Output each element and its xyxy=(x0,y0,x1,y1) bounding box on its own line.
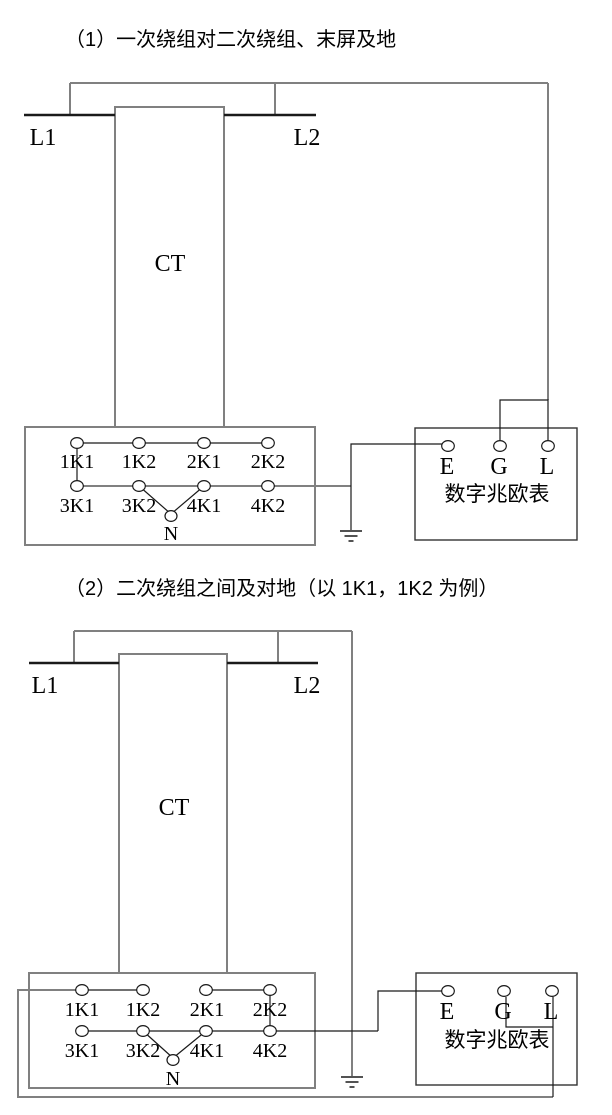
d1-terminal-label-4k1: 4K1 xyxy=(186,495,222,517)
terminal-circle xyxy=(261,480,275,493)
d2-ct-label: CT xyxy=(158,795,190,821)
meter-terminal-circle xyxy=(541,440,555,453)
d2-terminal-label-4k1: 4K1 xyxy=(189,1040,225,1062)
terminal-circle xyxy=(136,983,150,996)
d1-terminal-label-2k1: 2K1 xyxy=(186,451,222,473)
section1-title: （1）一次绕组对二次绕组、末屏及地 xyxy=(65,29,397,51)
d2-meter-terminal-g: G xyxy=(494,999,512,1025)
d2-neutral-v xyxy=(142,1030,207,1059)
d2-terminal-circles xyxy=(75,983,559,1066)
terminal-circle xyxy=(132,480,146,493)
d1-terminal-label-4k2: 4K2 xyxy=(250,495,286,517)
d1-l2-label: L2 xyxy=(293,125,321,151)
neutral-circle xyxy=(166,1053,180,1066)
d2-meter-box xyxy=(415,972,578,1086)
d2-meter-name: 数字兆欧表 xyxy=(444,1028,550,1052)
d1-terminal-label-3k2: 3K2 xyxy=(121,495,157,517)
d1-meter-wiring xyxy=(350,399,549,530)
d1-structure xyxy=(24,106,578,546)
d2-terminal-label-4k2: 4K2 xyxy=(252,1040,288,1062)
terminal-circle xyxy=(70,437,84,450)
meter-terminal-circle xyxy=(493,440,507,453)
d1-primary-loop xyxy=(24,82,549,400)
d2-terminal-label-3k2: 3K2 xyxy=(125,1040,161,1062)
d1-meter-terminal-g: G xyxy=(490,454,508,480)
terminal-circle xyxy=(197,437,211,450)
d1-terminal-label-1k1: 1K1 xyxy=(59,451,95,473)
d2-ground-symbol xyxy=(341,1076,363,1088)
d2-l1-label: L1 xyxy=(31,673,59,699)
d2-primary-loop xyxy=(29,630,353,1076)
terminal-circle xyxy=(75,983,89,996)
d1-terminal-label-3k1: 3K1 xyxy=(59,495,95,517)
d2-terminal-label-1k2: 1K2 xyxy=(125,999,161,1021)
d2-terminal-label-1k1: 1K1 xyxy=(64,999,100,1021)
d2-meter-terminal-l: L xyxy=(543,999,559,1025)
terminal-circle xyxy=(136,1024,150,1037)
d1-ground-symbol xyxy=(340,530,362,542)
d2-terminal-label-2k2: 2K2 xyxy=(252,999,288,1021)
d2-meter-wiring xyxy=(377,990,554,1097)
d2-secondary-wiring xyxy=(82,989,378,1059)
meter-terminal-circle xyxy=(441,984,455,997)
d1-meter-name: 数字兆欧表 xyxy=(444,482,550,506)
terminal-circle xyxy=(70,480,84,493)
meter-terminal-circle xyxy=(441,440,455,453)
d1-terminal-circles xyxy=(70,437,555,523)
terminal-circle xyxy=(199,1024,213,1037)
d1-neutral-v xyxy=(138,485,205,515)
d2-neutral-label: N xyxy=(165,1068,181,1090)
d1-neutral-label: N xyxy=(163,523,179,545)
d2-guard-bridge xyxy=(505,997,553,1028)
d1-e-wire xyxy=(350,443,442,530)
d1-meter-terminal-l: L xyxy=(539,454,555,480)
d1-ct-label: CT xyxy=(154,251,186,277)
terminal-circle xyxy=(132,437,146,450)
terminal-circle xyxy=(197,480,211,493)
d2-terminal-label-3k1: 3K1 xyxy=(64,1040,100,1062)
terminal-circle xyxy=(261,437,275,450)
d2-l2-label: L2 xyxy=(293,673,321,699)
d1-guard-bridge xyxy=(499,399,549,446)
terminal-circle xyxy=(199,983,213,996)
d2-e-wire xyxy=(377,990,448,1031)
d2-ct-box xyxy=(118,653,228,973)
terminal-circle xyxy=(263,1024,277,1037)
d2-terminal-label-2k1: 2K1 xyxy=(189,999,225,1021)
d2-outer-loop xyxy=(17,989,553,1098)
terminal-circle xyxy=(75,1024,89,1037)
d2-meter-terminal-e: E xyxy=(439,999,455,1025)
d1-l1-label: L1 xyxy=(29,125,57,151)
d1-terminal-label-2k2: 2K2 xyxy=(250,451,286,473)
d1-ct-box xyxy=(114,106,225,427)
meter-terminal-circle xyxy=(497,984,511,997)
d1-meter-terminal-e: E xyxy=(439,454,455,480)
d1-meter-box xyxy=(414,427,578,541)
d1-terminal-label-1k2: 1K2 xyxy=(121,451,157,473)
d2-structure xyxy=(28,653,578,1089)
neutral-circle xyxy=(164,510,178,523)
meter-terminal-circle xyxy=(545,984,559,997)
terminal-circle xyxy=(263,983,277,996)
section2-title: （2）二次绕组之间及对地（以 1K1，1K2 为例） xyxy=(65,578,499,600)
